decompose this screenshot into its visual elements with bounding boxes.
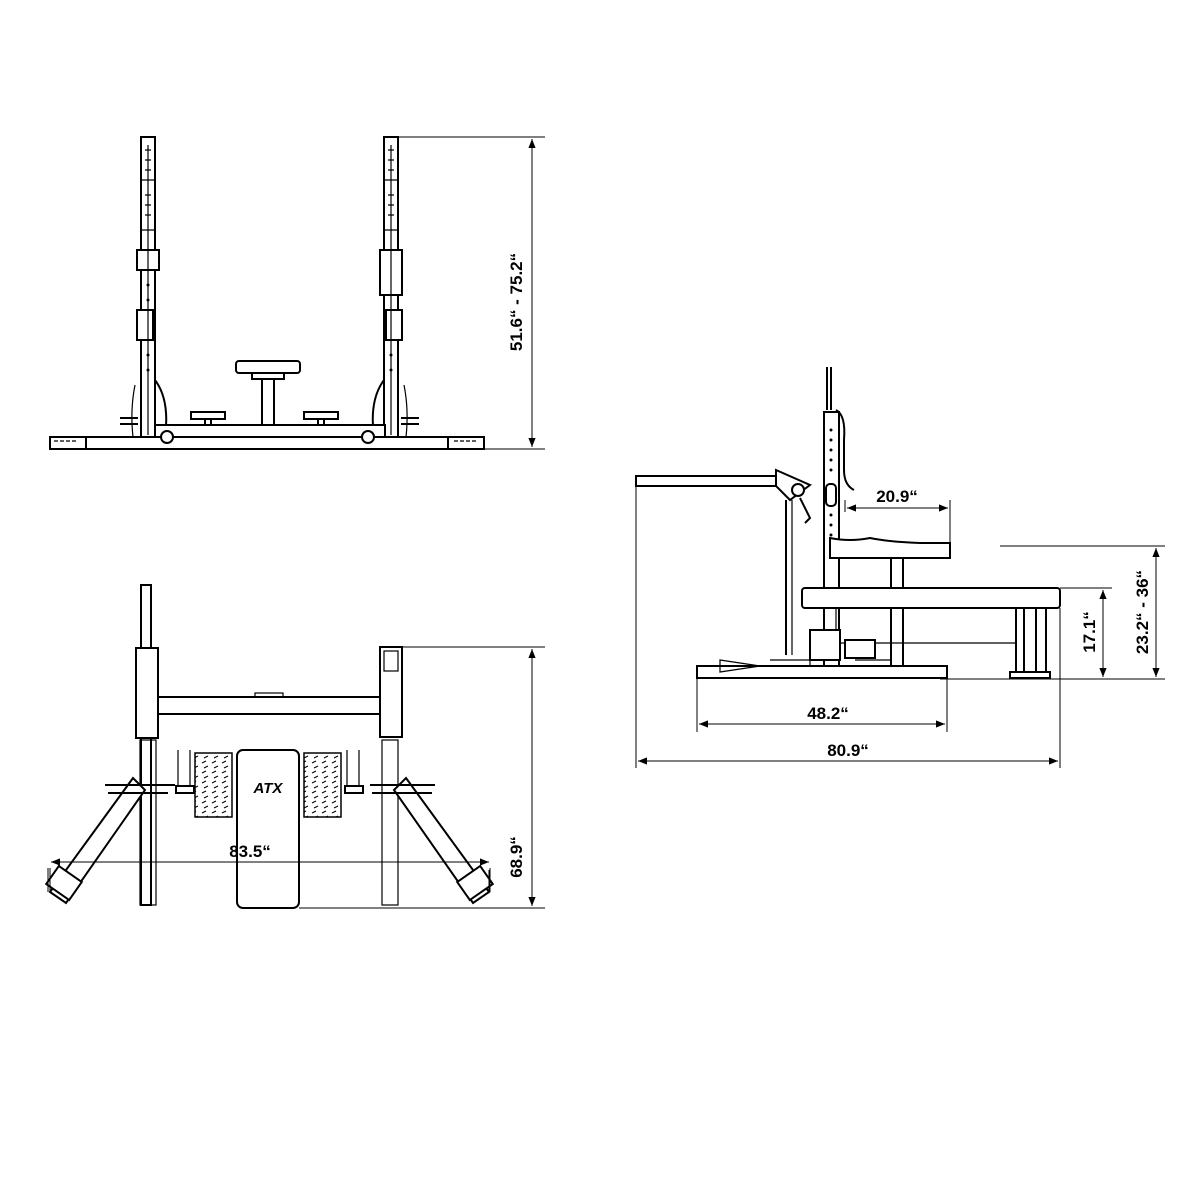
front-base-beam: [49, 436, 485, 450]
dim-front-height: 51.6“ - 75.2“: [507, 253, 526, 351]
dim-top-width: 83.5“: [229, 842, 271, 861]
right-diagonal-leg: [370, 776, 495, 905]
side-view: 20.9“ 17.1“ 23.2“ - 36“ 48.2“ 80.9“: [635, 367, 1165, 768]
dim-top-depth: 68.9“: [507, 836, 526, 878]
front-crossbar: [154, 424, 386, 438]
dim-side-seat-height: 23.2“ - 36“: [1133, 570, 1152, 654]
side-bench: [801, 587, 1061, 609]
bar-catch-arm: [635, 475, 777, 487]
top-crossbar: [157, 696, 381, 715]
right-foot: [447, 436, 485, 450]
left-foot-pad: [190, 411, 226, 420]
right-upright-plan: [379, 646, 403, 738]
left-diagonal-leg: [44, 776, 175, 905]
left-upright: [120, 136, 168, 438]
right-foot-pad: [303, 411, 339, 420]
left-foot-plate: [194, 752, 233, 818]
front-seat: [235, 360, 301, 438]
side-base: [696, 665, 948, 679]
bench-pad: [236, 749, 300, 909]
side-seat: [829, 536, 951, 559]
right-upright: [371, 136, 419, 438]
dim-side-base-length: 48.2“: [807, 704, 849, 723]
dim-side-seat-depth: 20.9“: [876, 487, 918, 506]
dim-side-bench-height: 17.1“: [1080, 611, 1099, 653]
front-view: 51.6“ - 75.2“: [49, 136, 545, 450]
bench-logo: ATX: [253, 780, 284, 797]
right-foot-plate: [303, 752, 342, 818]
left-foot: [49, 436, 87, 450]
left-rail: [140, 584, 152, 906]
dim-side-total-length: 80.9“: [827, 741, 869, 760]
top-view: ATX 68.9“ 83.5“: [44, 584, 545, 909]
